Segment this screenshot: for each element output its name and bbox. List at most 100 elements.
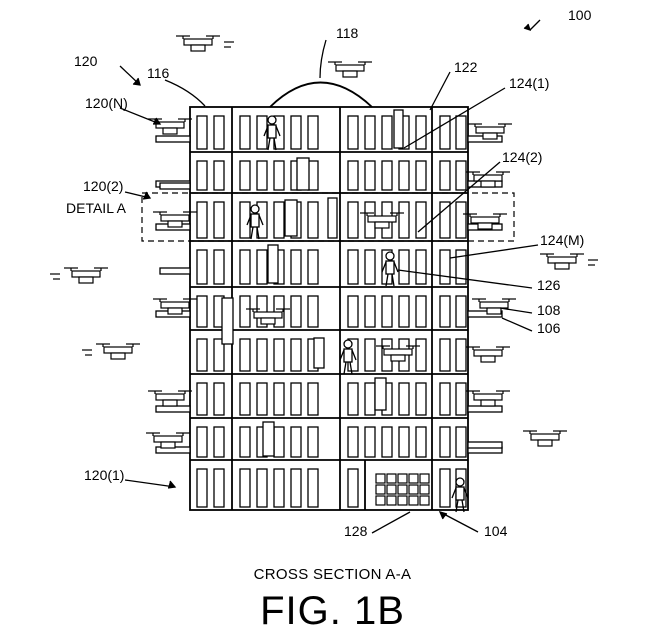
window bbox=[415, 249, 427, 285]
window bbox=[415, 338, 427, 372]
window bbox=[347, 295, 359, 328]
window bbox=[455, 115, 467, 150]
worker-figure bbox=[451, 477, 469, 513]
window-grid bbox=[196, 115, 467, 508]
label-120-n: 120(N) bbox=[85, 95, 128, 111]
drone bbox=[540, 253, 598, 270]
figure-caption: FIG. 1B bbox=[260, 589, 405, 633]
workers bbox=[246, 115, 469, 513]
drone bbox=[376, 345, 420, 362]
arrowhead bbox=[167, 480, 177, 489]
drone bbox=[328, 61, 372, 78]
window bbox=[196, 115, 208, 150]
window bbox=[256, 382, 268, 416]
leader-line bbox=[501, 317, 533, 332]
storage-cell bbox=[408, 495, 419, 506]
window bbox=[213, 201, 225, 239]
window bbox=[239, 115, 251, 150]
label-124-m: 124(M) bbox=[540, 232, 584, 248]
window bbox=[439, 382, 451, 416]
drone bbox=[466, 171, 510, 188]
window bbox=[439, 426, 451, 458]
window bbox=[239, 338, 251, 372]
label-detail-a: DETAIL A bbox=[66, 200, 127, 216]
storage-rack bbox=[284, 199, 298, 237]
window bbox=[398, 160, 410, 191]
leader-line bbox=[124, 479, 176, 488]
window bbox=[196, 382, 208, 416]
window bbox=[256, 338, 268, 372]
storage-cell bbox=[386, 484, 397, 495]
landing-platform-left bbox=[155, 135, 191, 143]
window bbox=[439, 201, 451, 239]
arrowhead bbox=[153, 117, 162, 125]
landing-platform-right bbox=[467, 310, 503, 318]
window bbox=[455, 160, 467, 191]
leader-line bbox=[397, 269, 533, 289]
window bbox=[364, 249, 376, 285]
window bbox=[455, 201, 467, 239]
leader-line bbox=[529, 19, 541, 31]
window bbox=[307, 426, 319, 458]
window bbox=[239, 468, 251, 508]
window bbox=[213, 468, 225, 508]
storage-cell bbox=[408, 484, 419, 495]
landing-platform-left bbox=[159, 182, 191, 190]
window bbox=[273, 160, 285, 191]
drone bbox=[176, 35, 234, 52]
window bbox=[398, 295, 410, 328]
window bbox=[307, 249, 319, 285]
window bbox=[364, 295, 376, 328]
drone bbox=[50, 267, 108, 284]
section-caption: CROSS SECTION A-A bbox=[253, 566, 412, 583]
label-122: 122 bbox=[454, 59, 478, 75]
window bbox=[307, 468, 319, 508]
window bbox=[213, 426, 225, 458]
landing-platform-right bbox=[467, 405, 503, 413]
inventory-shelves bbox=[221, 109, 404, 457]
storage-cell bbox=[397, 473, 408, 484]
window bbox=[290, 468, 302, 508]
window bbox=[439, 295, 451, 328]
loading-doors bbox=[375, 473, 430, 506]
window bbox=[381, 160, 393, 191]
window bbox=[347, 115, 359, 150]
window bbox=[415, 382, 427, 416]
drone bbox=[468, 123, 512, 140]
drone bbox=[466, 390, 510, 407]
window bbox=[273, 426, 285, 458]
window bbox=[239, 201, 251, 239]
window bbox=[196, 338, 208, 372]
drones bbox=[50, 35, 598, 449]
window bbox=[415, 295, 427, 328]
landing-platform-left bbox=[155, 405, 191, 413]
window bbox=[439, 338, 451, 372]
drone bbox=[146, 432, 190, 449]
window bbox=[347, 201, 359, 239]
window bbox=[273, 338, 285, 372]
drone bbox=[466, 346, 510, 363]
landing-platform-right bbox=[467, 441, 503, 449]
arrowhead bbox=[132, 77, 141, 86]
drone bbox=[246, 308, 290, 325]
window bbox=[455, 382, 467, 416]
window bbox=[381, 426, 393, 458]
window bbox=[415, 160, 427, 191]
drone bbox=[472, 298, 516, 315]
storage-cell bbox=[386, 473, 397, 484]
window bbox=[213, 382, 225, 416]
storage-cell bbox=[419, 484, 430, 495]
storage-rack bbox=[221, 297, 234, 345]
label-124-1: 124(1) bbox=[509, 75, 549, 91]
window bbox=[239, 295, 251, 328]
window bbox=[256, 249, 268, 285]
leader-line bbox=[164, 79, 206, 107]
storage-rack bbox=[327, 197, 338, 239]
window bbox=[364, 338, 376, 372]
label-124-2: 124(2) bbox=[502, 149, 542, 165]
storage-cell bbox=[408, 473, 419, 484]
leader-line bbox=[429, 71, 451, 111]
label-116: 116 bbox=[147, 65, 170, 81]
building-cross-section-drawing: 100 118 120 116 122 124(1) 120(N) 124(2)… bbox=[50, 7, 598, 539]
